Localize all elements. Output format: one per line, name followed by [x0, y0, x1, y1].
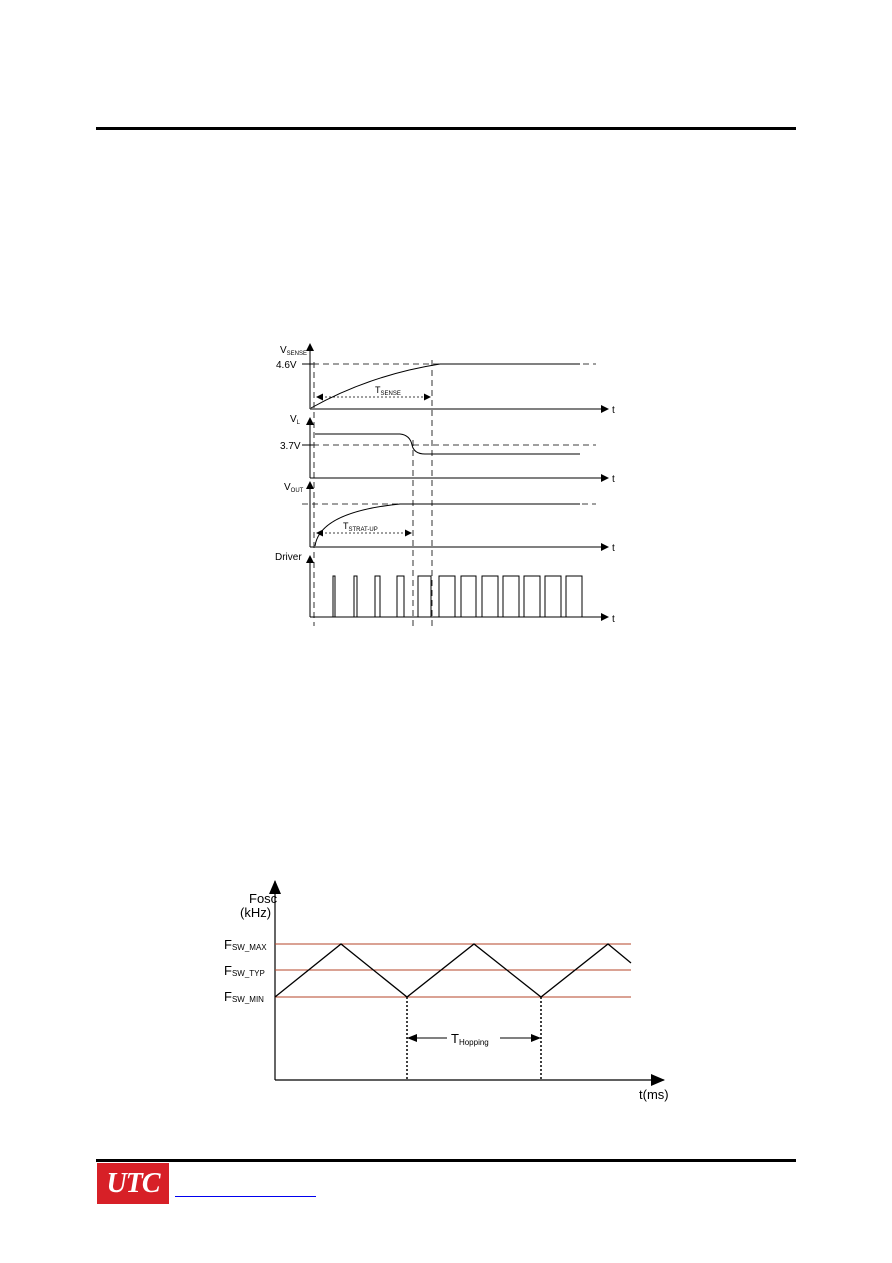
driver-t-label: t [612, 614, 615, 625]
vsense-label: VSENSE [280, 345, 307, 357]
vl-level-label: 3.7V [280, 441, 301, 452]
vsense-level-label: 4.6V [276, 360, 297, 371]
driver-label: Driver [275, 552, 302, 563]
frequency-hopping-diagram [269, 880, 665, 1086]
vl-panel [302, 417, 609, 482]
fosc-label: Fosc [249, 891, 278, 906]
driver-panel [306, 555, 609, 621]
footer-rule [96, 1159, 796, 1162]
fsw-min-label: FSW_MIN [224, 989, 264, 1004]
thopping-label: THopping [451, 1031, 489, 1047]
utc-logo: UTC [97, 1163, 169, 1204]
website-link[interactable] [175, 1182, 316, 1197]
time-axis-label: t(ms) [639, 1087, 669, 1102]
utc-logo-text: UTC [106, 1167, 161, 1199]
vl-t-label: t [612, 474, 615, 485]
fosc-triangle-wave [274, 943, 632, 998]
driver-pulse-train [318, 575, 583, 618]
vl-curve [315, 433, 580, 455]
vsense-t-label: t [612, 405, 615, 416]
vout-curve [314, 503, 580, 547]
vout-t-label: t [612, 543, 615, 554]
fsw-typ-label: FSW_TYP [224, 963, 265, 978]
tstart-label: TSTRAT-UP [343, 521, 378, 533]
vout-panel [302, 481, 609, 551]
vout-label: VOUT [284, 482, 304, 494]
fosc-unit-label: (kHz) [240, 905, 271, 920]
fsw-max-label: FSW_MAX [224, 937, 267, 952]
vsense-panel [302, 343, 609, 413]
tsense-label: TSENSE [375, 385, 401, 397]
vsense-curve [310, 363, 580, 409]
header-rule [96, 127, 796, 130]
vl-label: VL [290, 414, 301, 426]
